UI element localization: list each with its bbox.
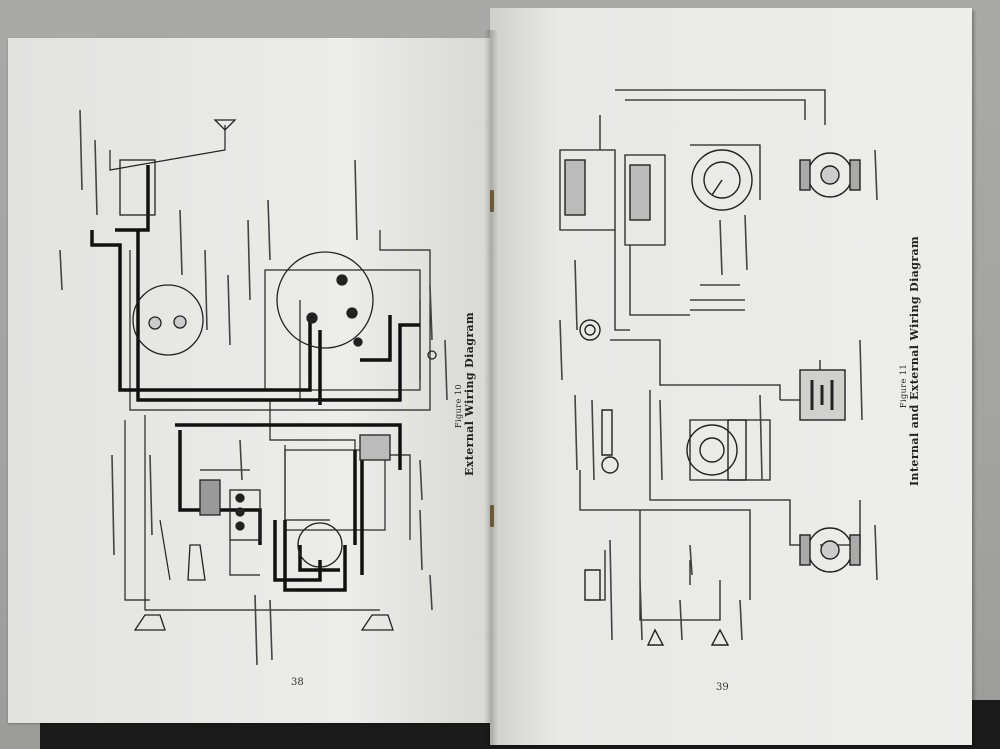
figure-11-label: Figure 11 xyxy=(899,363,908,409)
figure-10-label: Figure 10 xyxy=(454,383,463,429)
left-page xyxy=(8,38,494,723)
book-gutter xyxy=(484,30,498,745)
staple-top xyxy=(490,190,494,212)
page-number-right: 39 xyxy=(716,682,729,693)
page-number-left: 38 xyxy=(291,677,304,688)
figure-11-caption: Figure 11 Internal and External Wiring D… xyxy=(899,235,921,486)
figure-11-title: Internal and External Wiring Diagram xyxy=(908,235,921,486)
right-page xyxy=(490,8,972,745)
figure-10-title: External Wiring Diagram xyxy=(463,311,476,476)
staple-bottom xyxy=(490,505,494,527)
figure-10-caption: Figure 10 External Wiring Diagram xyxy=(454,311,476,476)
